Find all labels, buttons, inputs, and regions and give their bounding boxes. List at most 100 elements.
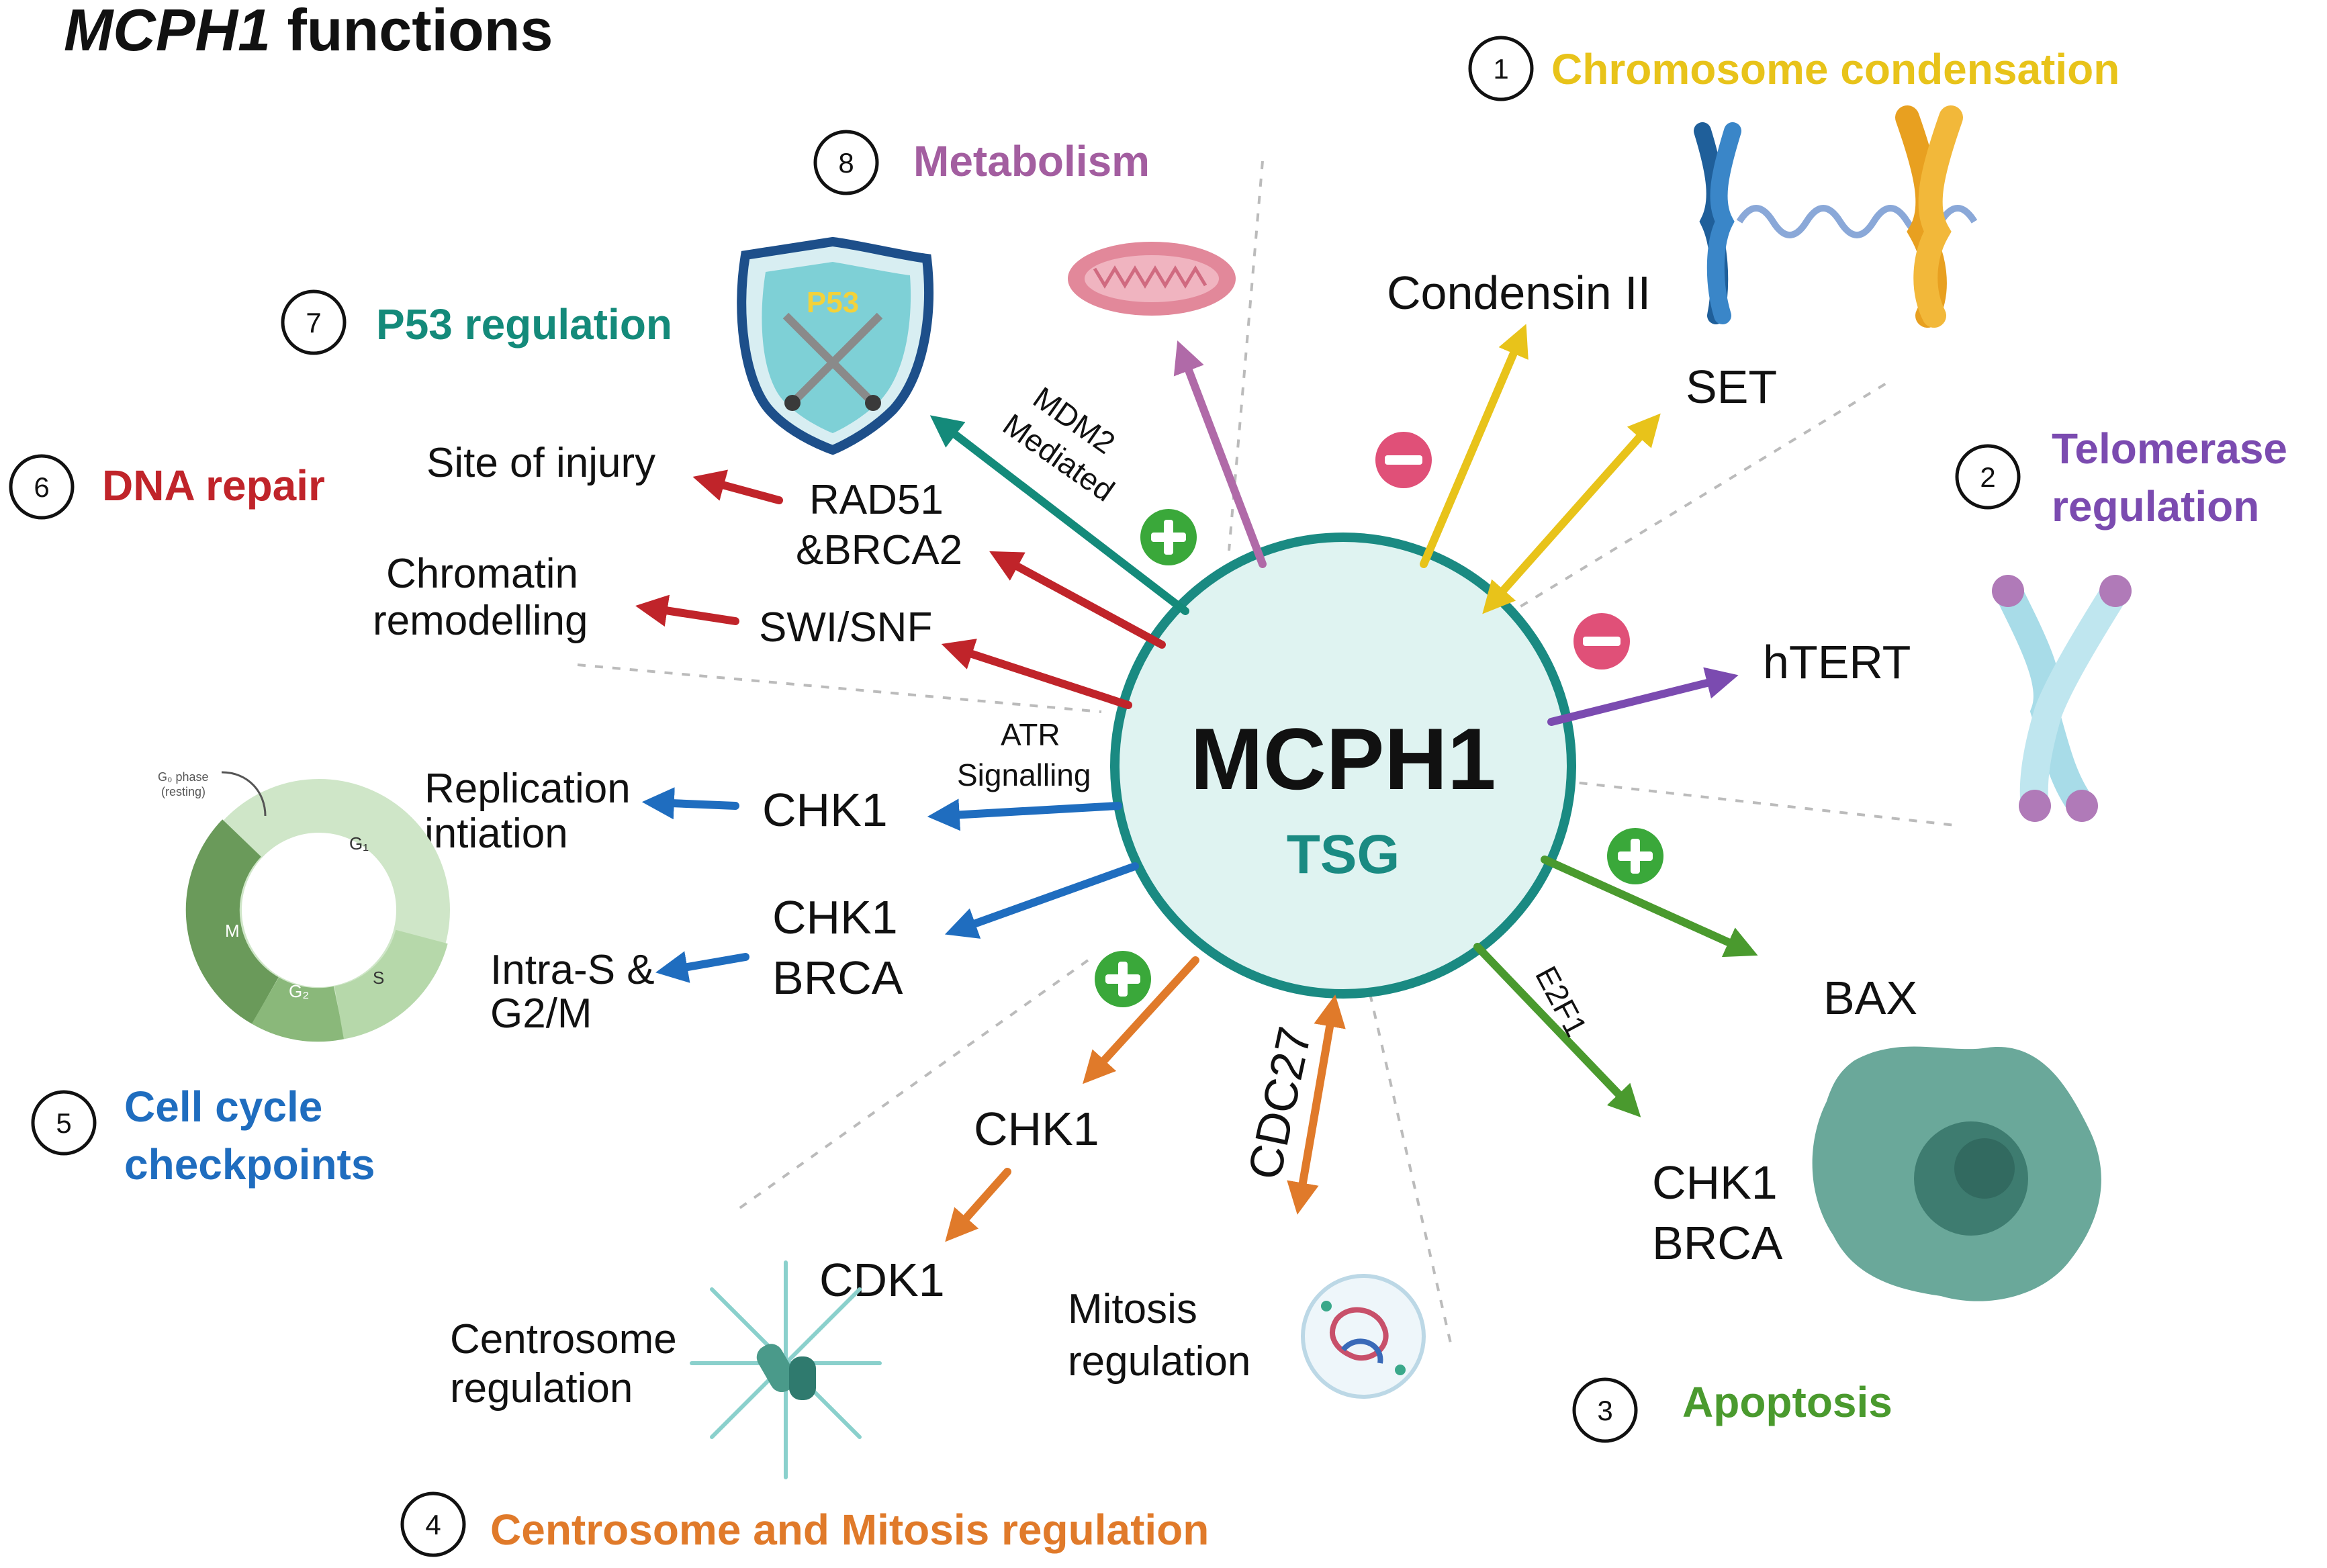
plus-sign-bax bbox=[1607, 828, 1663, 884]
label-centro-1: Centrosome bbox=[450, 1316, 677, 1363]
section-3-heading: 3 Apoptosis bbox=[1572, 1377, 1892, 1443]
title-rest: functions bbox=[271, 0, 553, 63]
divider-lower-right bbox=[1369, 993, 1452, 1344]
badge-3-num: 3 bbox=[1597, 1395, 1612, 1426]
label-bax: BAX bbox=[1823, 972, 1917, 1024]
section-6-heading: 6 DNA repair bbox=[9, 454, 325, 520]
label-repl-2: intiation bbox=[424, 811, 568, 857]
label-apop-brca: BRCA bbox=[1652, 1217, 1783, 1269]
label-injury: Site of injury bbox=[426, 440, 655, 486]
mcph1-hub bbox=[1110, 533, 1576, 999]
badge-1 bbox=[1468, 36, 1534, 101]
arrow-p53 bbox=[929, 415, 1189, 615]
section-8-label: Metabolism bbox=[913, 137, 1150, 185]
label-cent-chk1: CHK1 bbox=[974, 1103, 1099, 1155]
arrow-bax bbox=[1541, 856, 1758, 958]
apoptotic-cell-icon bbox=[1812, 1046, 2101, 1301]
label-apop-chk1: CHK1 bbox=[1652, 1156, 1778, 1209]
badge-5-num: 5 bbox=[56, 1107, 71, 1139]
label-chromatin-1: Chromatin bbox=[386, 551, 578, 597]
badge-5 bbox=[31, 1090, 97, 1156]
cell-cycle-g0-line2: (resting) bbox=[161, 785, 206, 798]
title-gene: MCPH1 bbox=[64, 0, 271, 63]
arrow-injury bbox=[692, 469, 783, 504]
cell-cycle-g1: G₁ bbox=[349, 833, 369, 854]
label-chk1-b: CHK1 bbox=[772, 891, 898, 943]
label-htert: hTERT bbox=[1763, 636, 1911, 688]
arrow-intra bbox=[655, 951, 749, 983]
divider-right bbox=[1544, 778, 1962, 827]
section-1-label: Chromosome condensation bbox=[1551, 45, 2119, 93]
label-mitosis-2: regulation bbox=[1068, 1338, 1250, 1385]
badge-6-num: 6 bbox=[34, 471, 49, 503]
label-repl-1: Replication bbox=[424, 766, 631, 812]
diagram-title: MCPH1 functions bbox=[64, 0, 553, 63]
p53-shield-label: P53 bbox=[807, 286, 859, 319]
label-rad51-1: RAD51 bbox=[809, 477, 944, 523]
label-intra-2: G2/M bbox=[490, 990, 592, 1037]
minus-sign-condensin bbox=[1375, 432, 1432, 488]
minus-sign-htert bbox=[1573, 613, 1630, 670]
badge-2-num: 2 bbox=[1980, 461, 1995, 493]
label-mitosis-1: Mitosis bbox=[1068, 1286, 1197, 1332]
arrow-metabolism bbox=[1173, 340, 1267, 568]
arrow-apop-chk1 bbox=[1473, 943, 1641, 1117]
centrosome-icon bbox=[690, 1260, 882, 1479]
section-7-label: P53 regulation bbox=[376, 300, 672, 349]
plus-sign-p53 bbox=[1140, 509, 1197, 565]
divider-lower-left bbox=[737, 959, 1089, 1210]
section-3-label: Apoptosis bbox=[1682, 1378, 1892, 1426]
plus-sign-centrosome bbox=[1095, 951, 1151, 1007]
cell-cycle-s: S bbox=[373, 968, 384, 988]
section-1-heading: 1 Chromosome condensation bbox=[1468, 36, 2119, 101]
arrow-htert bbox=[1547, 667, 1739, 726]
divider-upper-right bbox=[1490, 381, 1888, 626]
telomere-chromosome-icon bbox=[1992, 575, 2132, 822]
badge-4-num: 4 bbox=[425, 1509, 441, 1540]
label-set: SET bbox=[1686, 361, 1777, 413]
badge-8-num: 8 bbox=[838, 147, 854, 179]
arrow-condensin bbox=[1420, 324, 1528, 568]
section-7-heading: 7 P53 regulation bbox=[281, 289, 672, 355]
mitochondrion-icon bbox=[1068, 242, 1236, 316]
arrow-chk1-a bbox=[927, 798, 1122, 831]
hub-name: MCPH1 bbox=[1190, 710, 1496, 808]
cell-cycle-ring-icon: G₁ S G₂ M G₀ phase (resting) bbox=[158, 770, 450, 1042]
p53-shield-icon: P53 bbox=[737, 236, 933, 455]
divider-top bbox=[1228, 160, 1264, 551]
section-4-label: Centrosome and Mitosis regulation bbox=[490, 1506, 1209, 1554]
chromosome-blue-icon bbox=[1694, 122, 1741, 324]
badge-7 bbox=[281, 289, 347, 355]
cell-cycle-g2: G₂ bbox=[289, 981, 309, 1001]
arrow-cent-chk1 bbox=[1083, 956, 1199, 1085]
label-centro-2: regulation bbox=[450, 1365, 633, 1412]
mitosis-cell-icon bbox=[1301, 1274, 1426, 1399]
section-5-label-line1: Cell cycle bbox=[124, 1082, 322, 1131]
label-rad51-2: &BRCA2 bbox=[796, 527, 962, 573]
arrow-chromatin bbox=[635, 594, 739, 627]
section-5-label-line2: checkpoints bbox=[124, 1140, 375, 1189]
chromosome-orange-icon bbox=[1895, 105, 1963, 328]
badge-8 bbox=[813, 130, 879, 195]
badge-3 bbox=[1572, 1377, 1638, 1443]
label-swi: SWI/SNF bbox=[759, 604, 932, 651]
section-8-heading: 8 Metabolism bbox=[813, 130, 1150, 195]
label-condensin: Condensin II bbox=[1387, 267, 1651, 319]
arrow-cdc27 bbox=[1287, 995, 1346, 1215]
cell-cycle-m: M bbox=[225, 921, 240, 941]
cell-cycle-g0-line1: G₀ phase bbox=[158, 770, 209, 784]
badge-2 bbox=[1955, 444, 2021, 510]
arrow-chk1-b bbox=[944, 862, 1139, 939]
arrow-rad51 bbox=[989, 551, 1166, 649]
label-cdk1: CDK1 bbox=[819, 1254, 945, 1306]
label-atr-2: Signalling bbox=[957, 757, 1091, 792]
section-4-heading: 4 Centrosome and Mitosis regulation bbox=[400, 1491, 1209, 1557]
arrow-cdk1 bbox=[945, 1168, 1011, 1242]
label-chk1-a: CHK1 bbox=[762, 784, 888, 836]
arrow-swi bbox=[941, 639, 1132, 709]
section-2-label-line2: regulation bbox=[2052, 482, 2259, 531]
arrows bbox=[635, 324, 1758, 1242]
